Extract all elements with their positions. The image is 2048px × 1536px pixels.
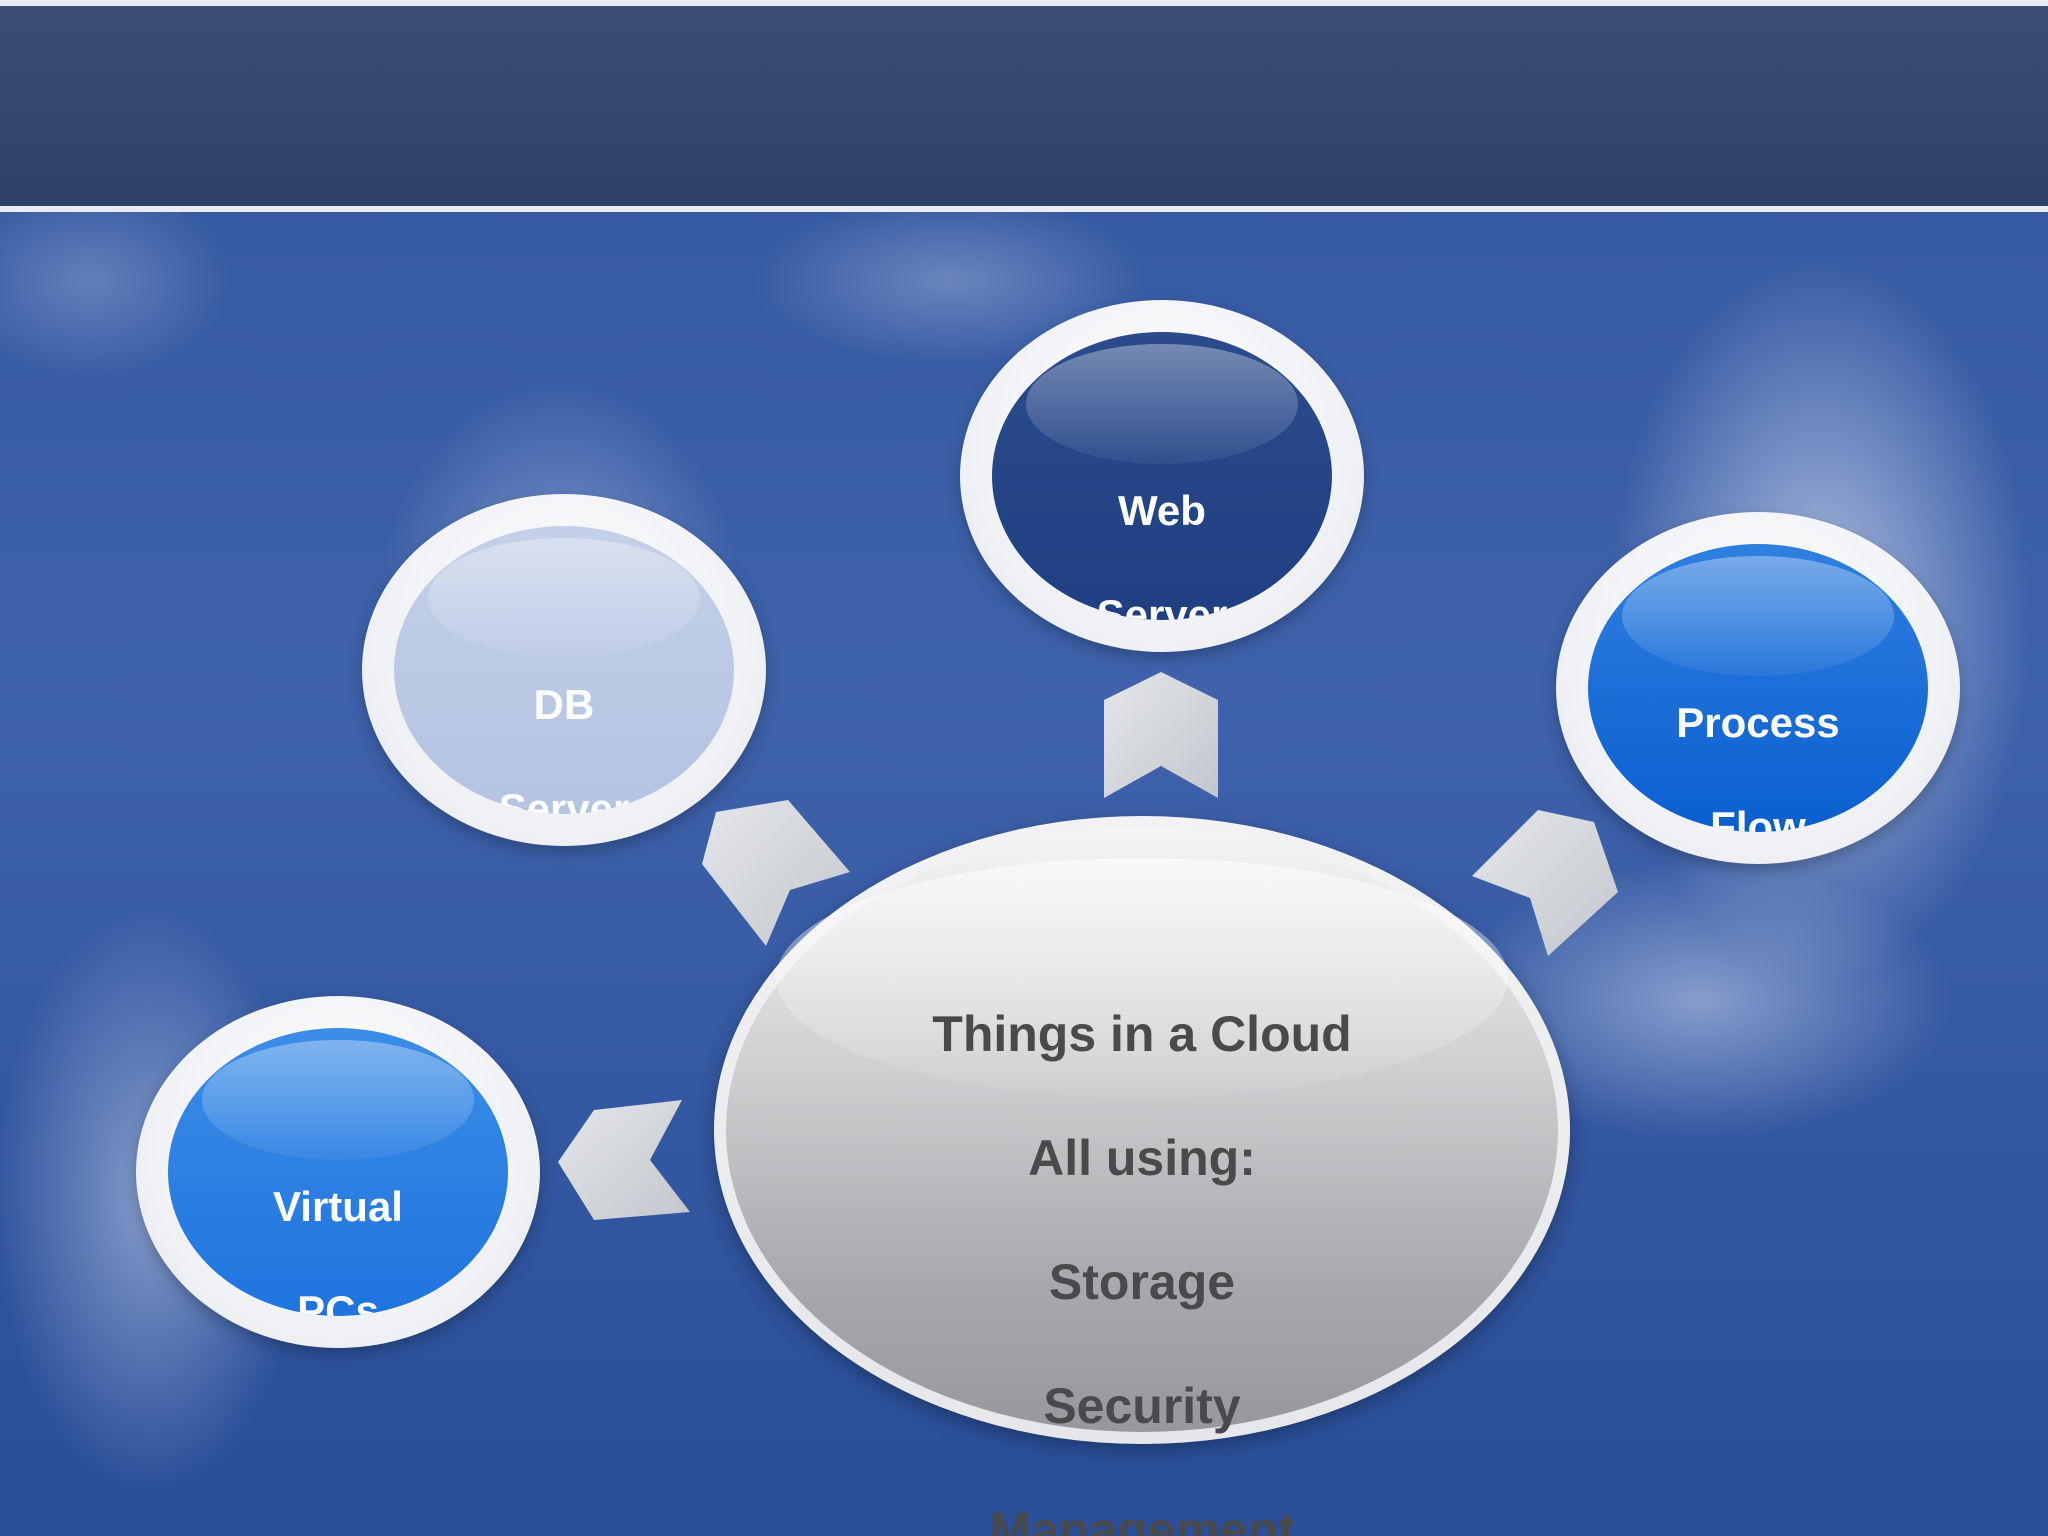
web-server-label-line1: Web (1118, 486, 1206, 534)
web-server-node: Web Server (960, 300, 1364, 652)
top-border-line (0, 0, 2048, 6)
web-server-node-highlight (1026, 343, 1298, 465)
center-cloud-node-highlight (776, 858, 1508, 1098)
arrow-to-process-flow (1472, 810, 1618, 956)
virtual-pcs-node: Virtual PCs (136, 996, 540, 1348)
process-flow-node-fill: Process Flow (1588, 544, 1928, 832)
process-flow-label-line1: Process (1676, 698, 1840, 746)
center-cloud-node (714, 816, 1570, 1444)
center-text-line-4: Security (1043, 1378, 1241, 1434)
db-server-label-line2: Server (498, 784, 630, 814)
web-server-node-fill: Web Server (992, 332, 1332, 620)
db-server-node-highlight (428, 537, 700, 659)
virtual-pcs-label-line2: PCs (297, 1286, 379, 1316)
process-flow-label-line2: Flow (1710, 802, 1806, 832)
center-text-line-3: Storage (1048, 1254, 1236, 1310)
virtual-pcs-node-highlight (202, 1039, 474, 1161)
arrow-to-web-server (1104, 672, 1218, 798)
center-text-line-1: Things in a Cloud (932, 1006, 1352, 1062)
title-divider-line (0, 206, 2048, 212)
web-server-label-line2: Server (1096, 590, 1228, 620)
virtual-pcs-label-line1: Virtual (273, 1182, 403, 1230)
db-server-label: DB Server (394, 653, 734, 814)
center-cloud-text: Things in a Cloud All using: Storage Sec… (714, 972, 1570, 1536)
arrow-to-db-server (702, 800, 850, 946)
web-server-label: Web Server (992, 459, 1332, 620)
center-text-line-5: Management (989, 1502, 1295, 1536)
center-cloud-node-fill (726, 828, 1558, 1432)
virtual-pcs-label: Virtual PCs (168, 1155, 508, 1316)
process-flow-node: Process Flow (1556, 512, 1960, 864)
process-flow-node-highlight (1622, 555, 1894, 677)
db-server-label-line1: DB (533, 680, 595, 728)
arrow-to-virtual-pcs (558, 1100, 690, 1220)
db-server-node: DB Server (362, 494, 766, 846)
process-flow-label: Process Flow (1588, 671, 1928, 832)
title-band (0, 6, 2048, 206)
virtual-pcs-node-fill: Virtual PCs (168, 1028, 508, 1316)
db-server-node-fill: DB Server (394, 526, 734, 814)
center-text-line-2: All using: (1028, 1130, 1256, 1186)
